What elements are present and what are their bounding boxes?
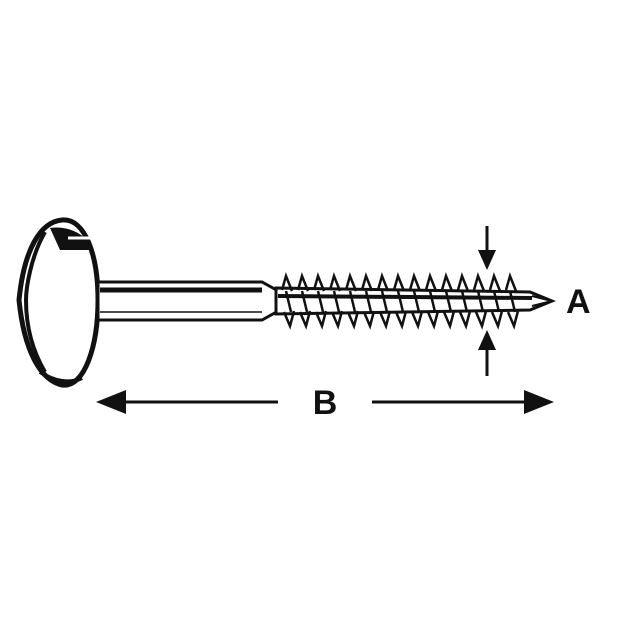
thread-tooth-top [440, 272, 454, 292]
thread-tooth-bottom [458, 310, 472, 330]
thread-tooth-top [456, 272, 470, 292]
thread-flank [444, 290, 453, 313]
thread-tooth-top [296, 272, 310, 292]
thread-tooth-bottom [426, 310, 440, 330]
thread-tooth-bottom [442, 310, 456, 330]
thread-tooth-bottom [490, 310, 504, 330]
thread-tooth-top [312, 272, 326, 292]
thread-tooth-bottom [314, 310, 328, 330]
thread-flank [332, 290, 341, 313]
thread-tooth-top [360, 272, 374, 292]
thread-flank [300, 290, 309, 313]
thread-tooth-top [280, 272, 294, 292]
thread-tooth-top [424, 272, 438, 292]
thread-flank [316, 290, 325, 313]
thread-tooth-top [392, 272, 406, 292]
thread-flank [364, 290, 373, 313]
thread-tooth-top [408, 272, 422, 292]
thread-flank [508, 290, 517, 313]
thread-tooth-bottom [394, 310, 408, 330]
thread-flank [492, 290, 501, 313]
thread-tooth-bottom [506, 310, 520, 330]
thread-teeth [280, 272, 520, 330]
thread-tooth-bottom [282, 310, 296, 330]
thread-tooth-top [488, 272, 502, 292]
thread-tooth-top [376, 272, 390, 292]
screw-head [16, 217, 101, 388]
thread-flank [412, 290, 421, 313]
thread-flank [476, 290, 485, 313]
dimension-b-arrows [96, 390, 554, 414]
thread-flank [284, 290, 293, 313]
dimension-label-b: B [313, 384, 338, 422]
thread-tooth-bottom [410, 310, 424, 330]
thread-flank [460, 290, 469, 313]
thread-tooth-top [344, 272, 358, 292]
dimension-label-a: A [566, 283, 591, 321]
screw-shank [96, 280, 282, 322]
thread-tooth-top [504, 272, 518, 292]
thread-tooth-bottom [474, 310, 488, 330]
thread-tooth-bottom [378, 310, 392, 330]
thread-tooth-bottom [346, 310, 360, 330]
thread-tooth-bottom [298, 310, 312, 330]
thread-flank [428, 290, 437, 313]
thread-flank [396, 290, 405, 313]
thread-flank [380, 290, 389, 313]
thread-tooth-bottom [362, 310, 376, 330]
thread-tooth-top [328, 272, 342, 292]
thread-tooth-top [472, 272, 486, 292]
dimension-a-arrows [478, 226, 496, 376]
thread-flank [348, 290, 357, 313]
screw-thread [274, 272, 556, 330]
thread-tooth-bottom [330, 310, 344, 330]
